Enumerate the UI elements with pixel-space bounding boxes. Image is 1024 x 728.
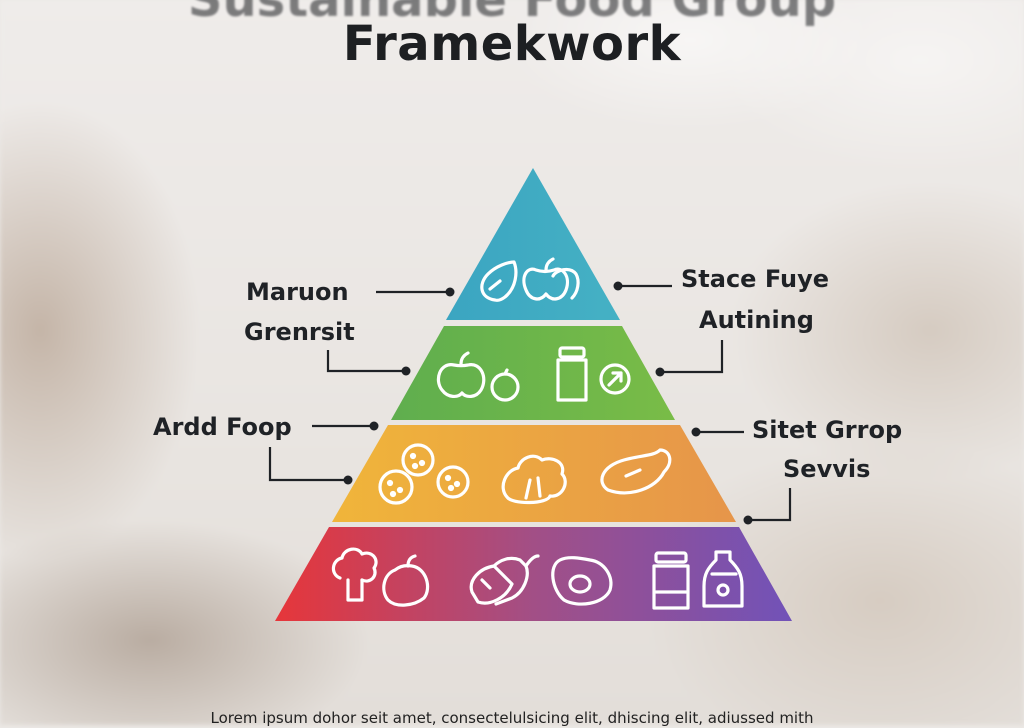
cookie-icon: [378, 443, 435, 505]
leader-dot: [691, 427, 701, 437]
leader-line-left-second: [326, 350, 406, 373]
leader-dots: [343, 281, 753, 525]
footer-text: Lorem ipsum dohor seit amet, consectelul…: [210, 709, 814, 727]
apple-icon: [382, 554, 430, 607]
leader-dot: [343, 475, 353, 485]
apple-pair-icon: [522, 257, 580, 301]
arrow-circle-icon: [599, 363, 631, 395]
pyramid-tier-base: [275, 527, 792, 621]
avocado-icon: [551, 556, 613, 606]
leader-dot: [655, 367, 665, 377]
jar-icon: [556, 346, 588, 402]
leader-dot: [743, 515, 753, 525]
label-right-mid-line2: Sevvis: [783, 455, 871, 483]
lemon-icon: [480, 260, 518, 302]
leader-lines: [268, 284, 792, 522]
label-left-mid: Ardd Foop: [153, 413, 292, 441]
label-right-mid-line1: Sitet Grrop: [752, 416, 903, 444]
carrot-icon: [469, 554, 540, 606]
page-title: Framekwork: [342, 16, 682, 72]
title-partial: Sustainable Food Group: [187, 0, 837, 28]
leader-dot: [445, 287, 455, 297]
jar-icon: [652, 551, 690, 610]
pyramid-tier-third: [332, 425, 736, 522]
bottle-icon: [702, 550, 744, 608]
leader-line-left-third: [268, 447, 348, 482]
leader-line-right-third: [748, 488, 792, 522]
sweet-potato-icon: [600, 448, 672, 495]
leader-dot: [369, 421, 379, 431]
leader-line-right-second: [660, 340, 724, 374]
label-left-top-line2: Grenrsit: [244, 318, 355, 346]
leader-dot: [613, 281, 623, 291]
apple-icon: [436, 351, 486, 398]
broccoli-icon: [331, 547, 378, 602]
broccoli-icon: [501, 454, 567, 505]
cookie-small-icon: [436, 465, 470, 499]
leader-dot: [401, 366, 411, 376]
label-right-top-line2: Autining: [699, 306, 814, 334]
label-right-top-line1: Stace Fuye: [681, 265, 830, 293]
pyramid-tier-second: [391, 326, 675, 420]
small-fruit-icon: [490, 368, 520, 402]
label-left-top-line1: Maruon: [246, 278, 349, 306]
pyramid-tier-top: [446, 168, 620, 320]
